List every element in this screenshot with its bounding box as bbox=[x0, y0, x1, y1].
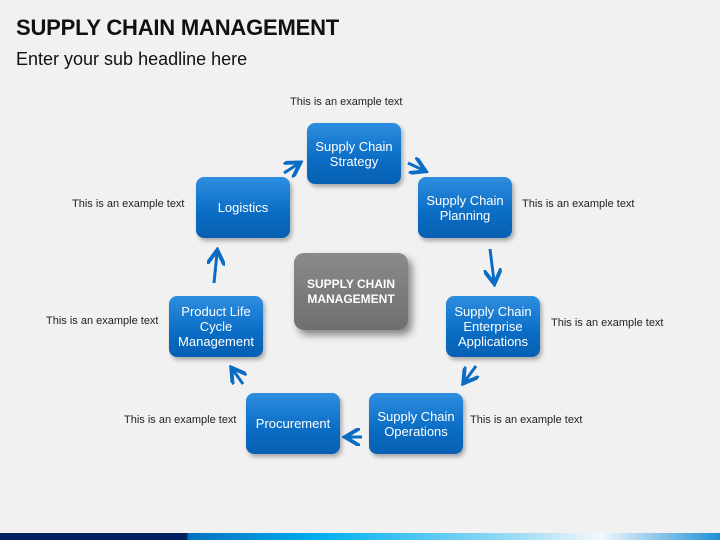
arrow-logistics-strategy bbox=[284, 164, 298, 173]
label-plc: This is an example text bbox=[46, 315, 159, 327]
footer-bar bbox=[0, 533, 720, 540]
node-supply-chain-strategy[interactable]: Supply Chain Strategy bbox=[307, 123, 401, 184]
node-product-life-cycle-management[interactable]: Product Life Cycle Management bbox=[169, 296, 263, 357]
center-node[interactable]: SUPPLY CHAIN MANAGEMENT bbox=[294, 253, 408, 330]
node-supply-chain-enterprise-applications[interactable]: Supply Chain Enterprise Applications bbox=[446, 296, 540, 357]
label-operations: This is an example text bbox=[470, 414, 583, 426]
page-title: SUPPLY CHAIN MANAGEMENT bbox=[16, 15, 339, 40]
page-subtitle: Enter your sub headline here bbox=[16, 49, 248, 69]
arrow-planning-enterprise bbox=[490, 248, 494, 281]
node-supply-chain-planning[interactable]: Supply Chain Planning bbox=[418, 177, 512, 238]
label-logistics: This is an example text bbox=[72, 198, 185, 210]
node-procurement[interactable]: Procurement bbox=[246, 393, 340, 454]
node-logistics[interactable]: Logistics bbox=[196, 177, 290, 238]
arrow-enterprise-operations bbox=[465, 365, 476, 381]
arrow-plc-logistics bbox=[214, 253, 217, 284]
arrow-strategy-planning bbox=[407, 163, 423, 170]
label-procurement: This is an example text bbox=[124, 414, 237, 426]
label-enterprise: This is an example text bbox=[551, 317, 664, 329]
node-supply-chain-operations[interactable]: Supply Chain Operations bbox=[369, 393, 463, 454]
arrow-procurement-plc bbox=[233, 370, 243, 384]
label-strategy: This is an example text bbox=[290, 96, 403, 108]
label-planning: This is an example text bbox=[522, 198, 635, 210]
